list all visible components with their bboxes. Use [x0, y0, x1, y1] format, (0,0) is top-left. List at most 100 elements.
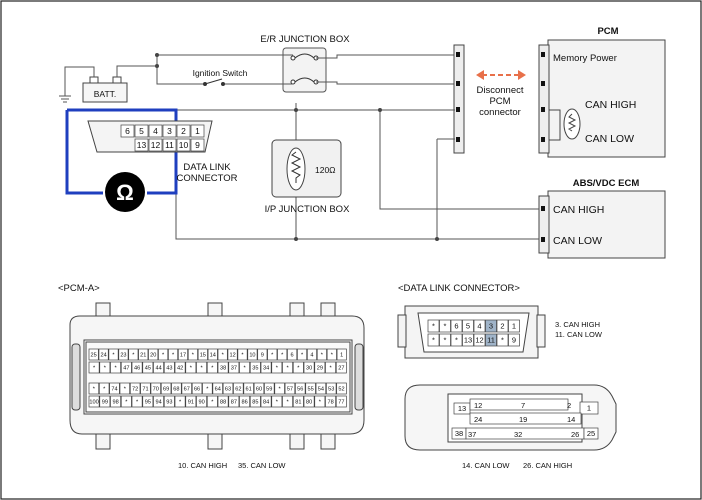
pcm-a-pin: 84 — [263, 400, 269, 406]
abs-pin: 24 — [474, 415, 482, 424]
dlc-conn-bottom-pin-cell — [508, 333, 520, 347]
pcm-box-connector — [538, 44, 550, 154]
pcm-a-pin: 12 — [229, 353, 235, 359]
pcm-a-pin-cell — [292, 395, 304, 408]
pcm-a-pin-cell — [253, 382, 265, 395]
battery-ground — [59, 66, 95, 103]
pcm-a-pin-cell — [277, 348, 288, 361]
pcm-a-pin-cell — [217, 348, 228, 361]
dlc-top-pin-cell — [190, 124, 205, 138]
pcm-a-pin-cell — [271, 395, 283, 408]
dlc-conn-top-pin: 3 — [489, 322, 493, 331]
dlc-conn-bottom-pin-cell — [485, 333, 497, 347]
dlc-conn-top-pin: 5 — [466, 322, 470, 331]
pcm-a-pin: 86 — [241, 400, 247, 406]
battery-junction-dot — [155, 64, 159, 68]
abs-title: ABS/VDC ECM — [573, 178, 640, 189]
pcm-a-pin: 37 — [231, 366, 237, 372]
pcm-a-pin: 64 — [215, 387, 221, 393]
dlc-connector-title: <DATA LINK CONNECTOR> — [398, 283, 520, 294]
pcm-a-pin: * — [243, 366, 246, 372]
pcm-a-pin-cell — [153, 395, 164, 408]
pcm-a-pin-cell — [163, 395, 175, 408]
pcm-a-pin: 78 — [327, 400, 333, 406]
pcm-a-pin-cell — [335, 361, 347, 374]
pcm-a-pin-cell — [131, 395, 143, 408]
pcm-a-pin: 88 — [220, 400, 226, 406]
pcm-a-pin: 42 — [177, 366, 183, 372]
pcm-a-pin-cell — [181, 382, 192, 395]
dlc-conn-bottom-pin: 12 — [475, 336, 483, 345]
pcm-a-pin: 55 — [307, 387, 313, 393]
pcm-a-pin: * — [222, 353, 225, 359]
dlc-conn-bottom-pin-cell — [439, 333, 451, 347]
pcm-a-pin: 93 — [166, 400, 172, 406]
battery-box — [82, 82, 128, 103]
dlc-conn-top-pin-cell — [473, 319, 486, 333]
pcm-a-pin-cell — [222, 382, 234, 395]
pcm-a-pin: * — [104, 366, 107, 372]
dlc-top-pin-cell — [134, 124, 149, 138]
dlc-top-pin-cell — [148, 124, 163, 138]
pcm-a-pin-cell — [131, 361, 143, 374]
pcm-a-pin-cell — [185, 395, 197, 408]
pcm-a-pin-cell — [202, 382, 213, 395]
pcm-a-pin: 45 — [145, 366, 151, 372]
pcm-a-pin: 1 — [340, 353, 343, 359]
pcm-a-pin-cell — [88, 348, 99, 361]
pcm-a-pin: 100 — [89, 400, 98, 406]
abs-box — [547, 190, 666, 259]
pcm-a-pin-cell — [292, 361, 304, 374]
disconnect-text-line1: Disconnect — [477, 85, 524, 96]
pcm-a-pin-cell — [257, 348, 268, 361]
pcm-a-pin-cell — [239, 361, 250, 374]
dlc-top-pin-cell — [120, 124, 135, 138]
pcm-a-pin: 44 — [155, 366, 161, 372]
pcm-a-pin: * — [211, 400, 214, 406]
abs-note-low: 14. CAN LOW — [462, 461, 510, 470]
pcm-a-pin-cell — [120, 395, 132, 408]
pcm-a-pin: * — [103, 387, 106, 393]
ohmmeter-symbol: Ω — [116, 180, 134, 205]
pcm-a-pin: 68 — [173, 387, 179, 393]
pcm-a-pin: * — [114, 366, 117, 372]
pcm-a-pin: 81 — [295, 400, 301, 406]
pcm-a-pin: 54 — [318, 387, 324, 393]
pcm-a-title: <PCM-A> — [58, 283, 100, 294]
pcm-a-pin: 10 — [249, 353, 255, 359]
pcm-a-pin: 72 — [132, 387, 138, 393]
pcm-a-pin: * — [319, 400, 322, 406]
dlc-note-1: 3. CAN HIGH — [555, 320, 600, 329]
dlc-conn-top-pin: 1 — [512, 322, 516, 331]
pcm-a-pin-cell — [303, 395, 315, 408]
pcm-a-pin: * — [276, 366, 279, 372]
pcm-box-connector-pins — [541, 52, 545, 142]
pcm-a-pin: 57 — [287, 387, 293, 393]
pcm-a-pin-cell — [129, 382, 141, 395]
pcm-a-pin-cell — [227, 348, 238, 361]
dlc-bottom-pin-cell — [134, 138, 149, 152]
abs-pin: 2 — [567, 401, 571, 410]
pcm-a-pin: 63 — [225, 387, 231, 393]
abs-pin: 14 — [567, 415, 575, 424]
dlc-conn-bottom-pin: * — [501, 336, 504, 345]
pcm-a-pin-cell — [153, 361, 164, 374]
pcm-a-pin: 24 — [100, 353, 106, 359]
dlc-top-pin: 1 — [195, 126, 200, 136]
pcm-a-pin: * — [192, 353, 195, 359]
pcm-a-pin: 59 — [266, 387, 272, 393]
pcm-a-pin: * — [206, 387, 209, 393]
pcm-a-pin-cell — [306, 348, 317, 361]
dlc-conn-bottom-pin-cell — [427, 333, 440, 347]
dlc-conn-top-pin: * — [432, 322, 435, 331]
pcm-a-pin-cell — [110, 361, 121, 374]
dlc-top-pin: 6 — [125, 126, 130, 136]
pcm-a-pin: 80 — [306, 400, 312, 406]
pcm-a-pin-cell — [315, 382, 327, 395]
pcm-a-pin-cell — [197, 348, 208, 361]
pcm-internal-resistor — [549, 108, 581, 141]
pcm-a-pin: 61 — [246, 387, 252, 393]
pcm-a-pin: * — [276, 400, 279, 406]
